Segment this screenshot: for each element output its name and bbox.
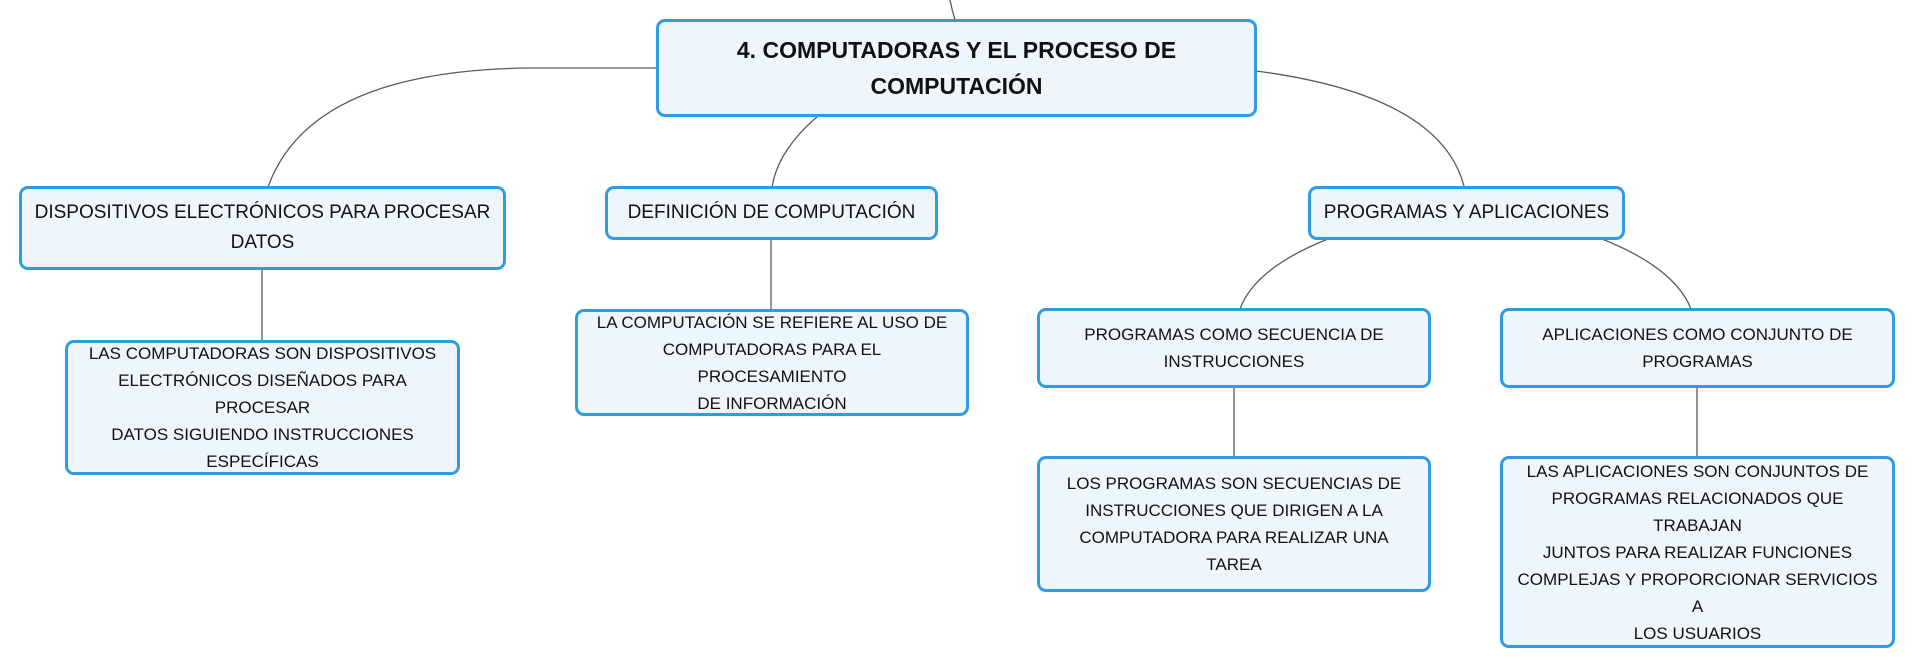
detail-node-devices[interactable]: LAS COMPUTADORAS SON DISPOSITIVOS ELECTR… — [65, 340, 460, 475]
detail-line: DATOS SIGUIENDO INSTRUCCIONES — [111, 425, 414, 444]
detail-line: LAS COMPUTADORAS SON DISPOSITIVOS — [88, 344, 437, 363]
topic-text: PROGRAMAS COMO SECUENCIA DE INSTRUCCIONE… — [1084, 321, 1383, 375]
topic-line: PROGRAMAS Y APLICACIONES — [1323, 202, 1610, 223]
connector-root-to-devices — [267, 67, 656, 188]
detail-node-applications[interactable]: LAS APLICACIONES SON CONJUNTOS DE PROGRA… — [1500, 456, 1895, 648]
detail-line: LOS USUARIOS — [1633, 623, 1762, 643]
topic-line: DEFINICIÓN DE COMPUTACIÓN — [627, 202, 916, 223]
root-topic-line: 4. COMPUTADORAS Y EL PROCESO DE — [736, 37, 1177, 63]
topic-text: DISPOSITIVOS ELECTRÓNICOS PARA PROCESAR … — [35, 198, 491, 258]
topic-node-applications[interactable]: APLICACIONES COMO CONJUNTO DE PROGRAMAS — [1500, 308, 1895, 388]
detail-node-definition[interactable]: LA COMPUTACIÓN SE REFIERE AL USO DE COMP… — [575, 309, 969, 416]
detail-line: INSTRUCCIONES QUE DIRIGEN A LA — [1085, 501, 1383, 520]
connector-apps-group-to-programs — [1239, 238, 1329, 310]
detail-line: ESPECÍFICAS — [206, 452, 319, 471]
topic-line: APLICACIONES COMO CONJUNTO DE — [1542, 325, 1853, 344]
detail-text: LAS APLICACIONES SON CONJUNTOS DE PROGRA… — [1513, 458, 1882, 647]
topic-node-programs[interactable]: PROGRAMAS COMO SECUENCIA DE INSTRUCCIONE… — [1037, 308, 1431, 388]
topic-node-devices[interactable]: DISPOSITIVOS ELECTRÓNICOS PARA PROCESAR … — [19, 186, 506, 270]
topic-text: DEFINICIÓN DE COMPUTACIÓN — [628, 198, 916, 228]
root-topic-line: COMPUTACIÓN — [870, 73, 1043, 99]
detail-text: LAS COMPUTADORAS SON DISPOSITIVOS ELECTR… — [78, 340, 447, 475]
detail-line: LAS APLICACIONES SON CONJUNTOS DE — [1526, 461, 1869, 481]
detail-line: COMPUTADORAS PARA EL PROCESAMIENTO — [662, 339, 882, 386]
detail-line: DE INFORMACIÓN — [697, 393, 847, 413]
topic-text: PROGRAMAS Y APLICACIONES — [1324, 198, 1609, 228]
topic-node-definition[interactable]: DEFINICIÓN DE COMPUTACIÓN — [605, 186, 938, 240]
root-topic-node[interactable]: 4. COMPUTADORAS Y EL PROCESO DE COMPUTAC… — [656, 19, 1257, 117]
topic-line: INSTRUCCIONES — [1163, 352, 1305, 371]
connector-root-to-programs-apps — [1255, 70, 1465, 187]
detail-line: PROGRAMAS RELACIONADOS QUE TRABAJAN — [1551, 488, 1844, 535]
topic-line: PROGRAMAS COMO SECUENCIA DE — [1084, 325, 1384, 344]
detail-line: LOS PROGRAMAS SON SECUENCIAS DE — [1066, 474, 1402, 493]
detail-text: LA COMPUTACIÓN SE REFIERE AL USO DE COMP… — [588, 309, 956, 417]
detail-line: LA COMPUTACIÓN SE REFIERE AL USO DE — [596, 312, 948, 332]
detail-line: COMPLEJAS Y PROPORCIONAR SERVICIOS A — [1517, 569, 1878, 616]
connector-from-above — [949, 0, 956, 21]
detail-line: COMPUTADORA PARA REALIZAR UNA TAREA — [1079, 528, 1389, 574]
topic-line: DISPOSITIVOS ELECTRÓNICOS PARA PROCESAR — [34, 202, 491, 223]
connector-root-to-definition — [771, 115, 819, 188]
connector-apps-group-to-applications — [1601, 238, 1692, 310]
detail-line: ELECTRÓNICOS DISEÑADOS PARA PROCESAR — [118, 371, 407, 417]
detail-node-programs[interactable]: LOS PROGRAMAS SON SECUENCIAS DE INSTRUCC… — [1037, 456, 1431, 592]
detail-text: LOS PROGRAMAS SON SECUENCIAS DE INSTRUCC… — [1050, 470, 1418, 578]
topic-line: DATOS — [230, 232, 295, 253]
detail-line: JUNTOS PARA REALIZAR FUNCIONES — [1542, 542, 1853, 562]
topic-node-programs-apps[interactable]: PROGRAMAS Y APLICACIONES — [1308, 186, 1625, 240]
topic-line: PROGRAMAS — [1642, 352, 1753, 371]
topic-text: APLICACIONES COMO CONJUNTO DE PROGRAMAS — [1542, 321, 1852, 375]
root-topic-text: 4. COMPUTADORAS Y EL PROCESO DE COMPUTAC… — [737, 32, 1176, 104]
